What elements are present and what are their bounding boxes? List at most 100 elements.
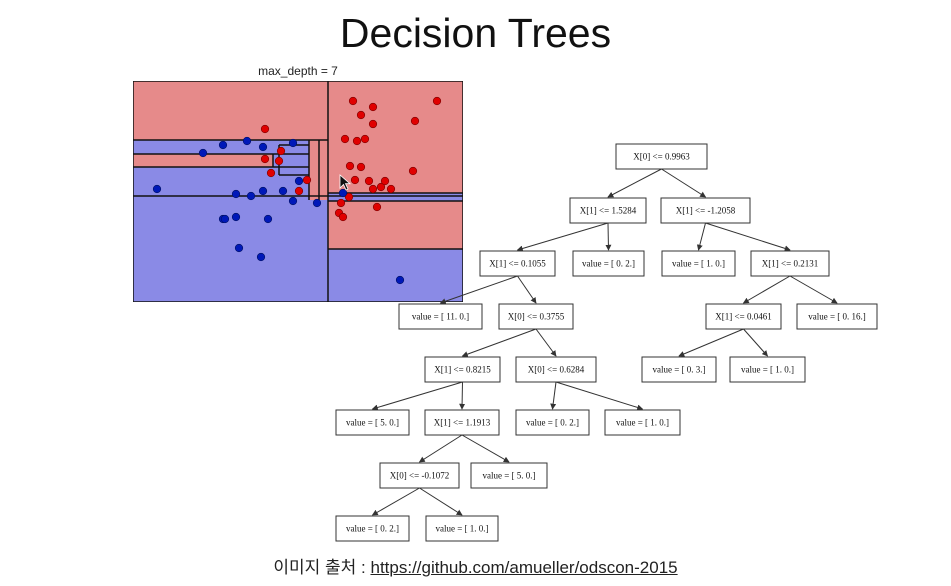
blue-class-point (231, 189, 241, 199)
tree-node: value = [ 11. 0.] (398, 303, 483, 330)
tree-node: X[1] <= 0.8215 (424, 356, 501, 383)
tree-node-box (705, 303, 782, 330)
tree-node: value = [ 5. 0.] (470, 462, 548, 489)
tree-node: value = [ 1. 0.] (729, 356, 806, 383)
tree-node-box (379, 462, 460, 489)
tree-node-box (515, 356, 597, 383)
red-class-point (360, 134, 370, 144)
tree-edge (517, 275, 537, 304)
tree-node: value = [ 0. 16.] (796, 303, 878, 330)
red-class-point (356, 162, 366, 172)
tree-node-label: X[0] <= -0.1072 (390, 471, 449, 481)
tree-edge (461, 434, 510, 463)
tree-edge (418, 434, 463, 463)
red-class-point (410, 116, 420, 126)
tree-node-label: X[0] <= 0.6284 (528, 365, 585, 375)
blue-region (328, 193, 463, 201)
red-class-point (266, 168, 276, 178)
red-class-point (356, 110, 366, 120)
tree-node: X[0] <= -0.1072 (379, 462, 460, 489)
tree-node-box (425, 515, 499, 542)
tree-node: X[1] <= 0.1055 (479, 250, 556, 277)
tree-edge (371, 381, 463, 411)
tree-node-box (660, 197, 751, 224)
tree-node: value = [ 0. 2.] (572, 250, 645, 277)
tree-node: value = [ 0. 3.] (641, 356, 717, 383)
tree-node: X[0] <= 0.6284 (515, 356, 597, 383)
blue-class-point (258, 186, 268, 196)
tree-node-label: value = [ 0. 2.] (526, 418, 579, 428)
red-class-point (380, 176, 390, 186)
red-class-point (350, 175, 360, 185)
tree-edge (705, 222, 791, 252)
red-class-point (352, 136, 362, 146)
blue-class-point (152, 184, 162, 194)
blue-class-point (278, 186, 288, 196)
blue-class-point (263, 214, 273, 224)
red-class-point (432, 96, 442, 106)
source-prefix: 이미지 출처 : (273, 558, 371, 577)
tree-node-label: value = [ 11. 0.] (412, 312, 469, 322)
red-class-point (260, 154, 270, 164)
tree-node: value = [ 5. 0.] (335, 409, 410, 436)
tree-edge (419, 487, 463, 516)
source-link[interactable]: https://github.com/amueller/odscon-2015 (370, 558, 678, 577)
tree-node-label: X[0] <= 0.9963 (633, 152, 690, 162)
tree-node-box (515, 409, 590, 436)
tree-edge (789, 275, 838, 304)
tree-node: value = [ 1. 0.] (425, 515, 499, 542)
red-class-point (294, 186, 304, 196)
tree-node-box (424, 356, 501, 383)
blue-class-point (220, 214, 230, 224)
blue-class-point (218, 140, 228, 150)
tree-node: value = [ 0. 2.] (335, 515, 410, 542)
red-class-point (348, 96, 358, 106)
tree-node-box (335, 409, 410, 436)
red-class-point (368, 119, 378, 129)
tree-edge (661, 168, 707, 198)
blue-class-point (288, 196, 298, 206)
blue-class-point (198, 148, 208, 158)
tree-node-box (729, 356, 806, 383)
red-class-point (340, 134, 350, 144)
tree-node: X[1] <= 1.1913 (424, 409, 500, 436)
blue-region (328, 249, 463, 302)
tree-node-label: value = [ 0. 2.] (346, 524, 399, 534)
mouse-pointer-icon (339, 174, 352, 191)
tree-edge (742, 275, 791, 304)
tree-node-label: value = [ 1. 0.] (741, 365, 794, 375)
tree-edge (371, 487, 420, 516)
red-region (133, 81, 463, 140)
blue-class-point (294, 176, 304, 186)
tree-node-label: value = [ 0. 16.] (808, 312, 866, 322)
tree-node: X[1] <= 0.2131 (750, 250, 830, 277)
tree-node: value = [ 0. 2.] (515, 409, 590, 436)
tree-edge (461, 328, 537, 358)
tree-node-label: X[1] <= -1.2058 (676, 206, 736, 216)
red-region (133, 154, 273, 167)
blue-class-point (256, 252, 266, 262)
tree-node: value = [ 1. 0.] (661, 250, 736, 277)
red-class-point (386, 184, 396, 194)
red-class-point (302, 175, 312, 185)
tree-node-box (661, 250, 736, 277)
blue-class-point (234, 243, 244, 253)
tree-node-box (424, 409, 500, 436)
tree-edge (535, 328, 557, 357)
tree-node-label: X[1] <= 1.1913 (434, 418, 491, 428)
tree-node-label: X[1] <= 0.1055 (489, 259, 546, 269)
tree-edge (743, 328, 768, 357)
tree-node: value = [ 1. 0.] (604, 409, 681, 436)
tree-node: X[1] <= 1.5284 (569, 197, 647, 224)
tree-node-box (569, 197, 647, 224)
tree-node-box (572, 250, 645, 277)
red-class-point (260, 124, 270, 134)
tree-edge (550, 381, 557, 410)
tree-node-box (398, 303, 483, 330)
tree-node-label: X[1] <= 0.2131 (762, 259, 818, 269)
red-class-point (345, 161, 355, 171)
red-class-point (372, 202, 382, 212)
tree-node: X[1] <= -1.2058 (660, 197, 751, 224)
blue-class-point (258, 142, 268, 152)
tree-node-label: value = [ 1. 0.] (616, 418, 669, 428)
